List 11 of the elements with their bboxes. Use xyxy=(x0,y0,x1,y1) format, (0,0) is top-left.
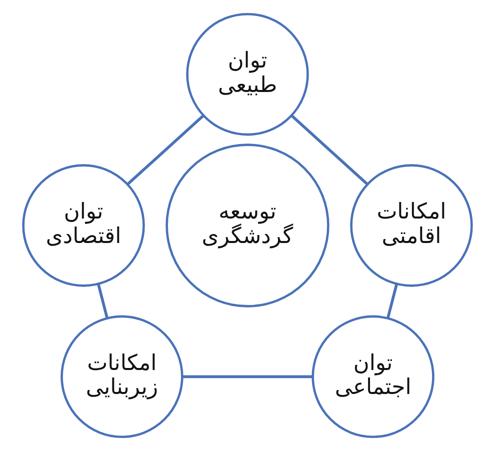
connector xyxy=(97,283,108,318)
connector xyxy=(127,114,204,185)
connector xyxy=(290,114,368,185)
node-circle: توسعه گردشگری xyxy=(166,143,330,307)
node-circle: توان اجتماعی xyxy=(312,314,434,438)
node-circle: امکانات اقامتی xyxy=(350,164,473,286)
connector xyxy=(182,374,313,378)
node-circle: توان طبیعی xyxy=(186,12,309,136)
node-circle: توان اقتصادی xyxy=(22,164,145,286)
connector xyxy=(386,283,398,318)
node-circle: امکانات زیربنایی xyxy=(60,314,184,438)
